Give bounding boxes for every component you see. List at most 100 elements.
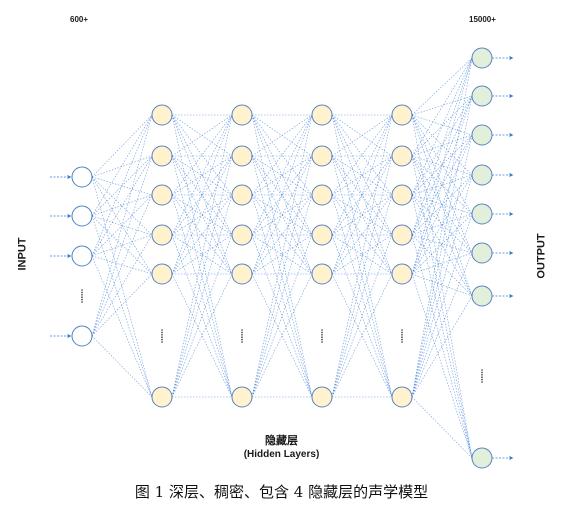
hidden-ellipsis-dot: [401, 329, 403, 331]
input-ellipsis-dot: [81, 291, 83, 294]
hidden-neuron: [231, 224, 253, 246]
connection-line: [411, 155, 473, 459]
output-neuron: [471, 203, 493, 225]
connection-line: [411, 213, 473, 398]
hidden-neuron: [151, 104, 173, 126]
hidden-neuron: [231, 184, 253, 206]
hidden-ellipsis-dot: [241, 341, 243, 343]
hidden-ellipsis-dot: [161, 338, 163, 341]
connection-line: [171, 194, 233, 398]
input-ellipsis-dot: [81, 294, 83, 296]
neurons: [71, 47, 493, 469]
input-neuron: [71, 166, 93, 188]
connection-line: [91, 194, 153, 217]
connection-line: [171, 114, 233, 275]
hidden-neuron: [151, 263, 173, 285]
connection-line: [411, 174, 473, 275]
hidden-ellipsis-dot: [241, 331, 243, 334]
hidden-ellipsis-dot: [401, 331, 403, 334]
output-neuron: [471, 285, 493, 307]
connection-line: [251, 114, 313, 157]
ellipsis-marks: [81, 289, 483, 383]
hidden-neuron: [391, 224, 413, 246]
connection-line: [411, 213, 473, 275]
connection-line: [411, 134, 473, 398]
connection-line: [251, 114, 313, 398]
hidden-ellipsis-dot: [401, 336, 403, 339]
hidden-neuron: [231, 386, 253, 408]
connection-line: [331, 234, 393, 398]
connection-line: [331, 155, 393, 398]
input-count: 600+: [70, 15, 89, 24]
connection-line: [411, 57, 473, 196]
connection-line: [411, 234, 473, 459]
input-ellipsis-dot: [81, 298, 83, 301]
connection-line: [91, 155, 153, 337]
hidden-neuron: [311, 104, 333, 126]
hidden-ellipsis-dot: [161, 341, 163, 343]
connection-line: [91, 273, 153, 337]
output-label: OUTPUT: [535, 233, 548, 279]
hidden-neuron: [151, 386, 173, 408]
connection-line: [411, 95, 473, 398]
output-ellipsis-dot: [481, 381, 483, 383]
connection-line: [331, 273, 393, 398]
connection-line: [411, 114, 473, 254]
connection-line: [251, 273, 313, 398]
connection-line: [251, 234, 313, 398]
hidden-ellipsis-dot: [321, 336, 323, 339]
connection-line: [411, 114, 473, 215]
connection-line: [91, 176, 153, 236]
hidden-ellipsis-dot: [321, 329, 323, 331]
connection-line: [171, 155, 233, 275]
connection-line: [91, 176, 153, 398]
connection-line: [411, 174, 473, 398]
connection-line: [411, 95, 473, 275]
hidden-ellipsis-dot: [161, 329, 163, 331]
output-neuron: [471, 85, 493, 107]
connection-line: [251, 114, 313, 236]
connection-line: [251, 194, 313, 398]
connection-line: [171, 234, 233, 398]
output-neuron: [471, 124, 493, 146]
figure-caption: 图 1 深层、稠密、包含 4 隐藏层的声学模型: [134, 483, 429, 501]
input-ellipsis-dot: [81, 296, 83, 299]
output-neuron: [471, 242, 493, 264]
hidden-neuron: [311, 184, 333, 206]
connection-line: [411, 114, 473, 297]
connection-line: [331, 273, 393, 398]
connection-line: [171, 155, 233, 398]
hidden-neuron: [311, 145, 333, 167]
output-ellipsis-dot: [481, 378, 483, 381]
input-neuron: [71, 245, 93, 267]
hidden-ellipsis-dot: [241, 334, 243, 336]
input-neuron: [71, 205, 93, 227]
connection-line: [91, 234, 153, 257]
connection-line: [251, 273, 313, 398]
hidden-neuron: [151, 184, 173, 206]
connection-line: [411, 155, 473, 215]
connection-line: [411, 252, 473, 275]
connection-line: [411, 194, 473, 254]
connection-line: [171, 114, 233, 157]
connection-line: [171, 114, 233, 398]
connection-line: [411, 155, 473, 297]
connection-line: [331, 114, 393, 236]
connection-line: [411, 57, 473, 157]
connection-line: [331, 155, 393, 275]
connection-line: [411, 252, 473, 398]
hidden-neuron: [391, 263, 413, 285]
hidden-neuron: [311, 224, 333, 246]
input-neuron: [71, 325, 93, 347]
hidden-ellipsis-dot: [401, 338, 403, 341]
connection-line: [411, 57, 473, 275]
hidden-neuron: [391, 104, 413, 126]
connection-line: [411, 234, 473, 297]
hidden-neuron: [151, 224, 173, 246]
connection-line: [331, 114, 393, 157]
output-ellipsis-dot: [481, 374, 483, 376]
hidden-neuron: [311, 263, 333, 285]
connection-line: [331, 114, 393, 398]
